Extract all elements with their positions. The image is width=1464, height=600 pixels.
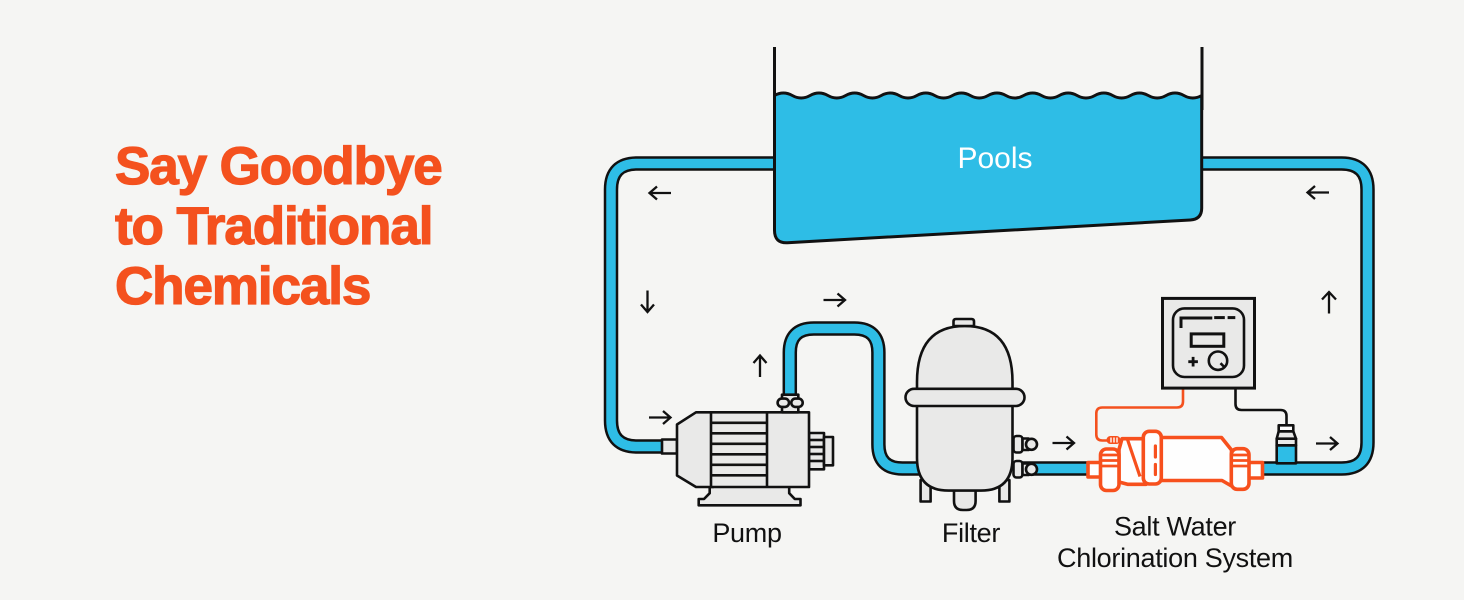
svg-text:Filter: Filter [942,518,1001,548]
svg-text:Chlorination System: Chlorination System [1057,543,1293,573]
svg-text:Salt Water: Salt Water [1114,512,1236,542]
svg-text:Pools: Pools [957,142,1032,175]
svg-text:Pump: Pump [712,518,781,548]
